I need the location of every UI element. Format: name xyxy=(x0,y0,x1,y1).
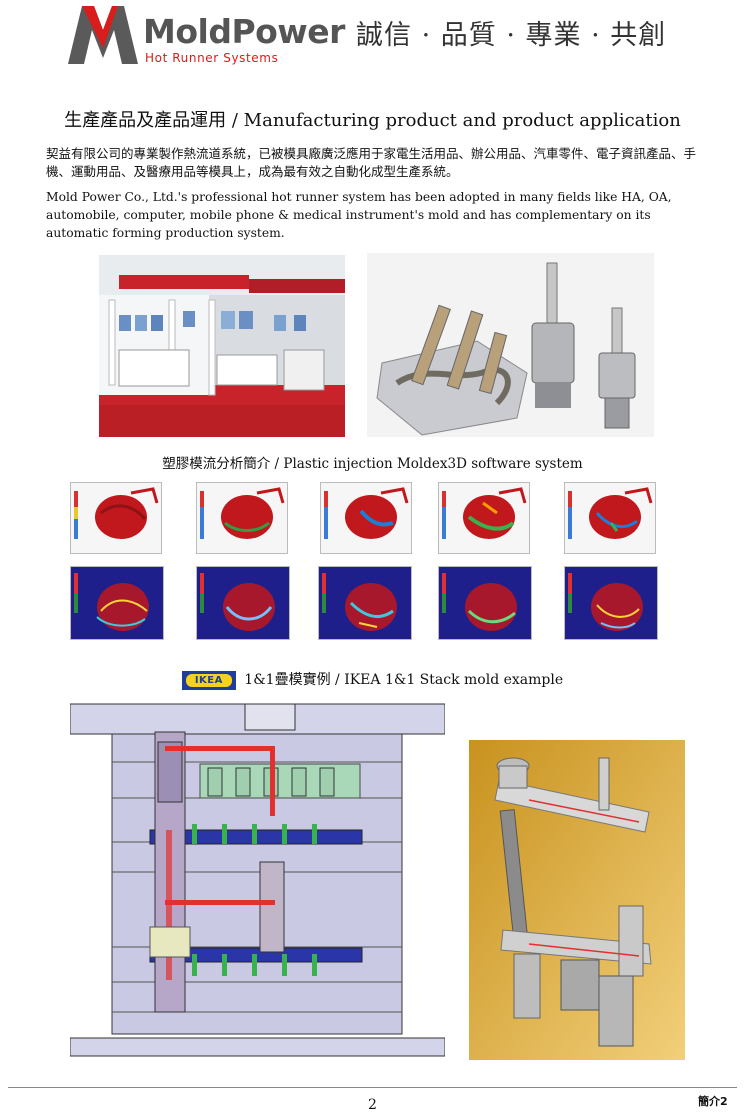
section-title: 生產產品及產品運用 / Manufacturing product and pr… xyxy=(64,110,681,131)
hot-runner-products-photo xyxy=(367,253,654,437)
intro-paragraph-english: Mold Power Co., Ltd.'s professional hot … xyxy=(46,190,672,240)
moldex-result-panel xyxy=(564,566,658,640)
page-tag: 簡介2 xyxy=(698,1095,728,1108)
moldex-result-panel xyxy=(196,482,288,554)
stack-mold-cross-section-diagram xyxy=(69,702,446,1058)
footer-divider xyxy=(8,1087,737,1088)
brand-name: MoldPower xyxy=(143,12,345,51)
ikea-section-title: 1&1疊模實例 / IKEA 1&1 Stack mold example xyxy=(244,672,564,688)
brand-subtitle: Hot Runner Systems xyxy=(145,51,279,65)
moldex-result-row-bottom xyxy=(70,566,660,640)
intro-paragraph-chinese: 契益有限公司的專業製作熱流道系統，已被模具廠廣泛應用于家電生活用品、辦公用品、汽… xyxy=(46,146,697,179)
ikea-section-title-row: IKEA 1&1疊模實例 / IKEA 1&1 Stack mold examp… xyxy=(0,669,745,691)
moldex-result-panel xyxy=(196,566,290,640)
moldex-result-panel xyxy=(438,482,530,554)
moldex-result-panel xyxy=(70,566,164,640)
moldex-result-row-top xyxy=(70,482,660,554)
moldex-result-panel xyxy=(70,482,162,554)
ikea-logo-icon: IKEA xyxy=(181,670,236,690)
ikea-logo-text: IKEA xyxy=(194,674,223,686)
ikea-stack-mold-render-photo xyxy=(469,740,685,1060)
exhibition-booth-photo xyxy=(99,255,345,437)
company-motto: 誠信 · 品質 · 專業 · 共創 xyxy=(356,20,667,51)
moldpower-logo-icon xyxy=(68,4,138,66)
moldex-section-title: 塑膠模流分析簡介 / Plastic injection Moldex3D so… xyxy=(162,456,583,472)
moldex-result-panel xyxy=(438,566,532,640)
moldex-result-panel xyxy=(320,482,412,554)
moldex-result-panel xyxy=(318,566,412,640)
moldex-result-panel xyxy=(564,482,656,554)
page-number: 2 xyxy=(368,1097,377,1113)
